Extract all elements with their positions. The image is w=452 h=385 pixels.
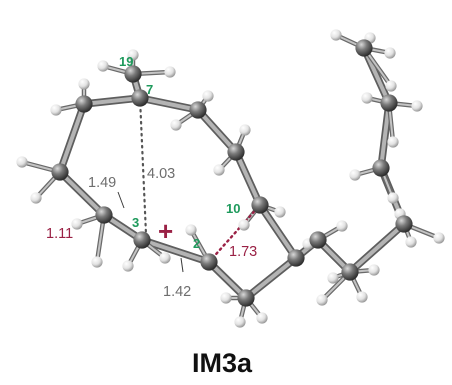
hydrogen-atom [274,206,286,218]
carbon-atom-c4 [95,206,113,224]
carbon-atom-c2 [200,253,218,271]
hydrogen-atom [122,260,134,272]
hydrogen-atom [91,256,103,268]
hydrogen-atom [405,236,417,248]
interaction-lines [138,96,262,264]
hydrogen-atom [387,136,399,148]
hydrogen-atom [239,124,251,136]
carbon-atom-c9 [227,143,245,161]
bonds-layer [19,32,442,325]
bond-highlight-c5-c4 [58,170,106,217]
hydrogen-atom [327,272,339,284]
bond-highlight-c8-c7 [138,96,200,112]
bond-highlight-c1-c11 [244,256,298,300]
hydrogen-atom [368,264,380,276]
distance-4-03: 4.03 [147,166,175,182]
hydrogen-atom [330,29,342,41]
carbon-atom-c10 [251,196,269,214]
hydrogen-atom [336,220,348,232]
hydrogen-atom [97,60,109,72]
atom-label-3: 3 [132,215,139,230]
hydrogen-atom [164,66,176,78]
bond-highlight-c11-c10 [258,203,298,260]
carbon-atom-c6 [75,95,93,113]
carbon-atom-c15 [372,159,390,177]
bond-highlight-c6-c5 [58,102,86,174]
hydrogen-atom [349,169,361,181]
hydrogen-atom [385,80,397,92]
hydrogen-atom [78,78,90,90]
atoms-layer [16,29,445,328]
atom-label-2: 2 [193,236,200,251]
hydrogen-atom [170,119,182,131]
distance-1-73: 1.73 [229,244,257,260]
bond-highlight-c15-c16 [379,101,391,170]
hydrogen-atom [234,316,246,328]
carbon-atom-c7 [131,89,149,107]
atom-label-7: 7 [146,82,153,97]
bond-highlight-c3-c2 [140,238,211,264]
carbon-atom-c16 [380,94,398,112]
bond-highlight-c7-c6 [82,96,142,106]
distance-1-42: 1.42 [163,284,191,300]
hydrogen-atom [159,252,171,264]
hydrogen-atom [16,156,28,168]
hydrogen-atom [238,219,250,231]
carbon-atom-c12 [309,231,327,249]
carbon-atom-c1 [237,289,255,307]
atom-label-19: 19 [119,54,133,69]
hydrogen-atom [202,90,214,102]
hydrogen-atom [411,100,423,112]
hydrogen-atom [127,49,139,61]
hydrogen-atom [356,291,368,303]
bond-highlight-c2-c1 [207,260,248,300]
carbon-atom-c14 [395,215,413,233]
distance-1-49: 1.49 [88,175,116,191]
bond-highlight-c10-c9 [234,150,262,207]
hydrogen-atom [220,292,232,304]
hydrogen-atom [71,218,83,230]
bond-highlight-c13-c14 [348,222,406,274]
hydrogen-atom [30,192,42,204]
hydrogen-atom [361,92,373,104]
carbon-atom-c3 [133,231,151,249]
hydrogen-atom [185,224,197,236]
hydrogen-atom [256,312,268,324]
distance-1-11: 1.11 [46,226,73,242]
carbon-atom-c19 [124,65,142,83]
carbon-atom-c13 [341,263,359,281]
carbocation-charge: + [158,216,173,246]
hydrogen-atom [316,294,328,306]
carbon-atom-c8 [189,101,207,119]
bond-highlight-c9-c8 [196,108,238,154]
hydrogen-atom [433,232,445,244]
hydrogen-atom [384,47,396,59]
dashed-c7-c3 [138,96,148,236]
carbon-atom-c5 [51,163,69,181]
hydrogen-atom [213,164,225,176]
leader-1-49 [117,191,125,209]
dashed-c2-c10 [207,203,262,264]
hydrogen-atom [50,104,62,116]
leader-1-42 [180,257,184,273]
carbon-atom-c11 [287,249,305,267]
structure-title: IM3a [192,348,253,378]
carbon-atom-c17 [355,39,373,57]
atom-label-10: 10 [226,201,240,216]
hydrogen-atom [387,192,399,204]
